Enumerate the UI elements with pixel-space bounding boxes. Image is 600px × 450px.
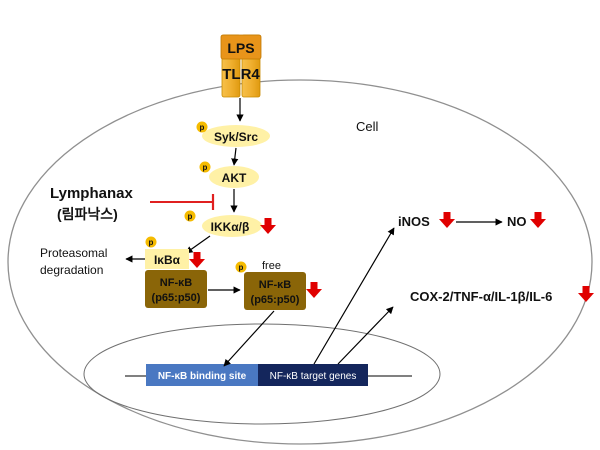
- decrease-arrow-icon: [306, 282, 322, 298]
- decrease-arrow-icon: [578, 286, 594, 302]
- proteasome-line2: degradation: [40, 263, 103, 277]
- phospho-marker: [199, 161, 211, 173]
- inos-label: iNOS: [398, 214, 430, 229]
- nfkb-free-line1: NF-κB: [259, 279, 291, 291]
- nfkb-free-line2: (p65:p50): [251, 294, 300, 306]
- phospho-label: p: [149, 238, 154, 247]
- proteasome-line1: Proteasomal: [40, 246, 107, 260]
- ikba-box: [145, 249, 189, 269]
- nfkb-free-tag: free: [262, 260, 281, 272]
- nfkb-bound-line2: (p65:p50): [152, 292, 201, 304]
- nfkb-bound-box: [145, 270, 207, 308]
- arrow-genes-inos: [313, 227, 395, 365]
- binding-site-label: NF-κB binding site: [158, 371, 247, 382]
- arrow-syk-akt: [231, 147, 239, 166]
- ikba-label: IκBα: [154, 253, 181, 267]
- syk-src-node: [202, 125, 270, 147]
- phospho-label: p: [239, 263, 244, 272]
- inhibitor-korean: (림파낙스): [57, 206, 118, 222]
- phospho-marker: [145, 236, 157, 248]
- phospho-marker: [184, 210, 196, 222]
- akt-label: AKT: [222, 171, 247, 185]
- inhibitor-name: Lymphanax: [50, 185, 133, 202]
- target-genes-box: [258, 364, 368, 386]
- decrease-arrow-icon: [260, 218, 276, 234]
- phospho-label: p: [188, 212, 193, 221]
- ikk-label: IKKα/β: [211, 220, 250, 234]
- arrow-nfkb-binding: [223, 310, 275, 367]
- cell-label: Cell: [356, 119, 379, 134]
- decrease-arrow-icon: [189, 252, 205, 268]
- cytokines-label: COX-2/TNF-α/IL-1β/IL-6: [410, 289, 552, 304]
- decrease-arrow-icon: [439, 212, 455, 228]
- syk-src-label: Syk/Src: [214, 130, 258, 144]
- phospho-label: p: [203, 163, 208, 172]
- ikk-node: [202, 215, 262, 237]
- phospho-marker: [196, 121, 208, 133]
- nfkb-bound-line1: NF-κB: [160, 277, 192, 289]
- arrow-genes-cytokines: [337, 306, 394, 365]
- nfkb-free-box: [244, 272, 306, 310]
- akt-node: [209, 166, 259, 188]
- tlr4-label: TLR4: [222, 66, 260, 83]
- decrease-arrow-icon: [530, 212, 546, 228]
- binding-site-box: [146, 364, 258, 386]
- lps-label: LPS: [227, 40, 254, 56]
- cell-membrane: [7, 79, 593, 445]
- phospho-label: p: [200, 123, 205, 132]
- arrow-ikk-ikba: [185, 235, 211, 254]
- phospho-marker: [235, 261, 247, 273]
- target-genes-label: NF-κB target genes: [270, 371, 357, 382]
- tlr4-receptor: [220, 34, 262, 98]
- no-label: NO: [507, 214, 527, 229]
